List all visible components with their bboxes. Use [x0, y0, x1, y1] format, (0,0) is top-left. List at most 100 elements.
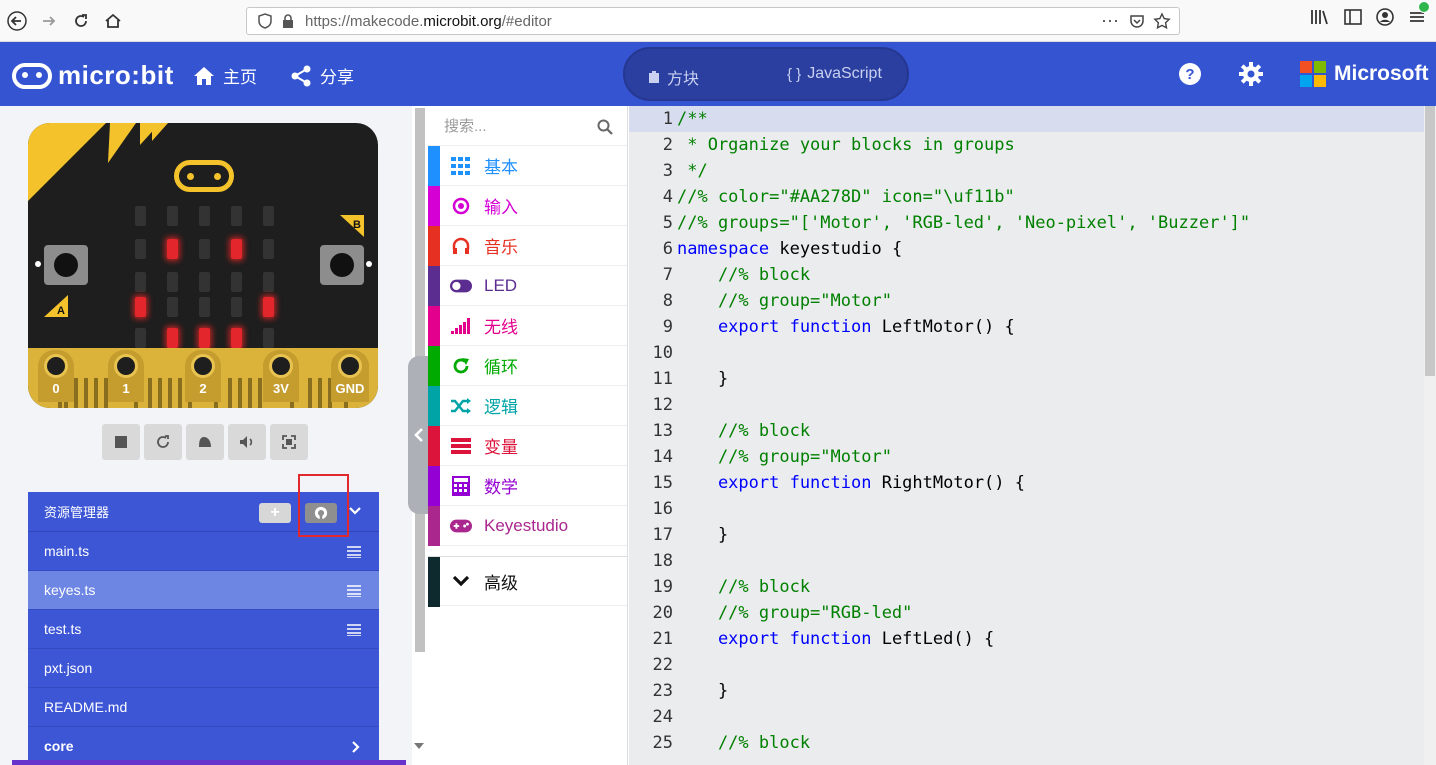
code-line[interactable]: 15 export function RightMotor() { [652, 473, 1025, 493]
scroll-down-arrow-icon[interactable] [414, 738, 424, 749]
library-icon[interactable] [1310, 8, 1330, 31]
update-badge-icon [1418, 1, 1430, 13]
code-line[interactable]: 1/** [629, 106, 1424, 132]
code-line[interactable]: 18 [652, 551, 673, 571]
settings-gear-icon[interactable] [1239, 62, 1263, 86]
code-line[interactable]: 22 [652, 655, 673, 675]
toolbox-search[interactable]: 搜索... [428, 106, 627, 146]
fullscreen-button[interactable] [270, 424, 308, 460]
category-input[interactable]: 输入 [428, 186, 627, 226]
share-button[interactable]: 分享 [290, 63, 354, 88]
blocks-mode-tab[interactable]: 方块 [647, 65, 699, 89]
file-item-pxt-json[interactable]: pxt.json [28, 649, 379, 688]
code-line[interactable]: 11 } [652, 369, 729, 389]
led [199, 239, 210, 259]
bookmark-star-icon[interactable] [1153, 12, 1171, 34]
code-line[interactable]: 14 //% group="Motor" [652, 447, 892, 467]
code-line[interactable]: 23 } [652, 681, 729, 701]
microbit-logo[interactable]: micro:bit [12, 60, 174, 91]
led [199, 206, 210, 226]
category-logic[interactable]: 逻辑 [428, 386, 627, 426]
shield-icon[interactable] [257, 13, 273, 33]
annotation-highlight-box [298, 474, 349, 537]
folder-item-core[interactable]: core [28, 727, 379, 765]
category-math[interactable]: 数学 [428, 466, 627, 506]
pin-3v[interactable]: 3V [263, 350, 299, 402]
stop-icon [115, 436, 127, 448]
code-line[interactable]: 2 * Organize your blocks in groups [662, 135, 1015, 155]
back-icon[interactable] [4, 8, 30, 34]
code-line[interactable]: 4//% color="#AA278D" icon="\uf11b" [662, 187, 1015, 207]
lock-icon[interactable] [281, 13, 295, 33]
account-icon[interactable] [1376, 8, 1394, 31]
lines-icon [347, 585, 361, 597]
home-icon[interactable] [100, 8, 126, 34]
browser-toolbar: https://makecode.microbit.org/#editor ··… [0, 0, 1436, 42]
button-a[interactable] [44, 245, 88, 285]
code-line[interactable]: 9 export function LeftMotor() { [662, 317, 1015, 337]
sidebar-icon[interactable] [1344, 9, 1362, 30]
category-radio[interactable]: 无线 [428, 306, 627, 346]
category-advanced[interactable]: 高级 [428, 556, 627, 607]
code-line[interactable]: 16 [652, 499, 673, 519]
code-line[interactable]: 20 //% group="RGB-led" [652, 603, 913, 623]
code-line[interactable]: 13 //% block [652, 421, 811, 441]
reload-icon[interactable] [68, 8, 94, 34]
pin-2[interactable]: 2 [185, 350, 221, 402]
code-line[interactable]: 25 //% block [652, 733, 811, 753]
pin-gnd[interactable]: GND [331, 350, 369, 402]
led-on [135, 297, 146, 317]
bottom-accent-bar [12, 760, 406, 765]
code-line[interactable]: 8 //% group="Motor" [662, 291, 892, 311]
code-line[interactable]: 24 [652, 707, 673, 727]
code-line[interactable]: 17 } [652, 525, 729, 545]
pocket-icon[interactable] [1129, 13, 1145, 33]
javascript-mode-tab[interactable]: { } JavaScript [787, 65, 882, 83]
editor-scrollbar[interactable] [1424, 106, 1436, 765]
category-music[interactable]: 音乐 [428, 226, 627, 266]
help-icon[interactable]: ? [1178, 62, 1202, 86]
led-on [231, 328, 242, 348]
code-line[interactable]: 19 //% block [652, 577, 811, 597]
button-b[interactable] [320, 245, 364, 285]
restart-button[interactable] [144, 424, 182, 460]
file-item-main-ts[interactable]: main.ts [28, 532, 379, 571]
microsoft-logo[interactable]: Microsoft [1300, 61, 1429, 87]
category-basic[interactable]: 基本 [428, 146, 627, 186]
explorer-header[interactable]: 资源管理器 + [28, 492, 379, 532]
stop-button[interactable] [102, 424, 140, 460]
mute-button[interactable] [228, 424, 266, 460]
more-actions-icon[interactable]: ··· [1101, 10, 1119, 30]
category-keyestudio[interactable]: Keyestudio [428, 506, 627, 546]
shuffle-icon [450, 395, 472, 417]
category-led[interactable]: LED [428, 266, 627, 306]
file-item-readme-md[interactable]: README.md [28, 688, 379, 727]
pin-1[interactable]: 1 [108, 350, 144, 402]
url-bar[interactable]: https://makecode.microbit.org/#editor ··… [246, 7, 1180, 35]
menu-icon[interactable] [1408, 1, 1430, 30]
code-line[interactable]: 21 export function LeftLed() { [652, 629, 995, 649]
code-line[interactable]: 5//% groups="['Motor', 'RGB-led', 'Neo-p… [662, 213, 1251, 233]
code-line[interactable]: 7 //% block [662, 265, 811, 285]
editor-scroll-thumb[interactable] [1425, 106, 1435, 376]
collapse-simulator-button[interactable] [408, 356, 430, 514]
github-icon [314, 506, 328, 520]
category-variables[interactable]: 变量 [428, 426, 627, 466]
code-line[interactable]: 12 [652, 395, 673, 415]
code-editor[interactable]: 1/** 2 * Organize your blocks in groups … [629, 106, 1436, 765]
code-line[interactable]: 3 */ [662, 161, 708, 181]
add-file-button[interactable]: + [259, 503, 291, 523]
lines-icon [450, 435, 472, 457]
slow-motion-button[interactable] [186, 424, 224, 460]
forward-icon[interactable] [36, 8, 62, 34]
file-item-keyes-ts[interactable]: keyes.ts [28, 571, 379, 610]
github-button[interactable] [305, 503, 337, 523]
category-loops[interactable]: 循环 [428, 346, 627, 386]
home-button[interactable]: 主页 [193, 63, 257, 88]
code-line[interactable]: 10 [652, 343, 673, 363]
led [231, 272, 242, 292]
pin-0[interactable]: 0 [38, 350, 74, 402]
chevron-down-icon[interactable] [348, 504, 362, 521]
file-item-test-ts[interactable]: test.ts [28, 610, 379, 649]
